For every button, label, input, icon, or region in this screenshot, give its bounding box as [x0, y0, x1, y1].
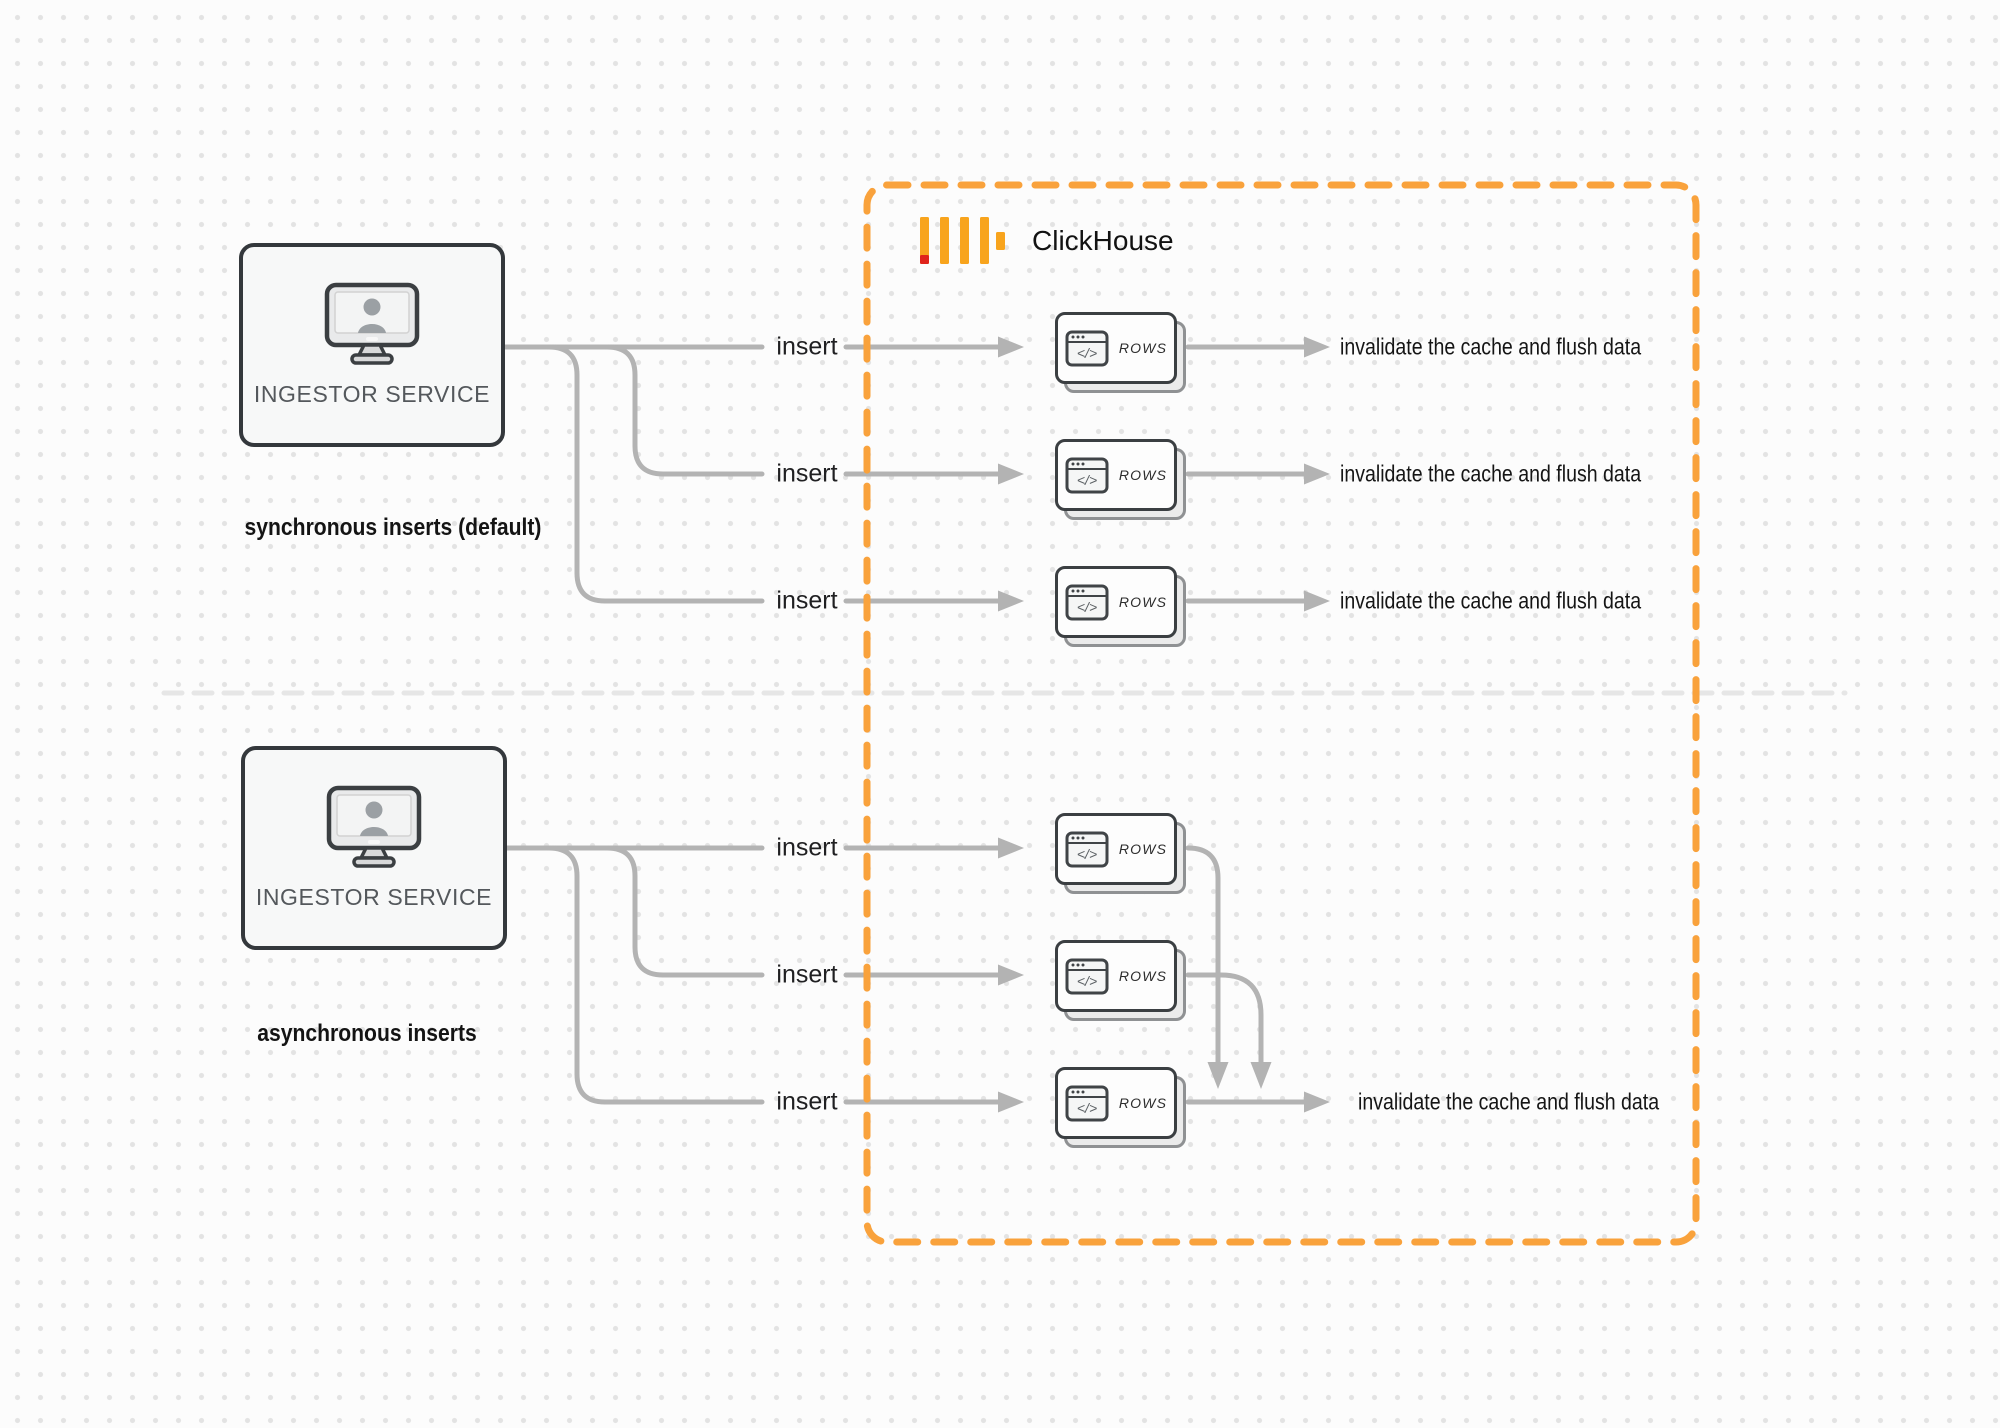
sync-row1-result-label: invalidate the cache and flush data — [1340, 333, 1642, 360]
async-row2-insert-arrowhead — [998, 964, 1024, 986]
code-window-icon: </> — [1065, 330, 1109, 366]
async-row2-insert-label: insert — [776, 960, 838, 989]
sync-rows-card-2: </> ROWS — [1055, 439, 1186, 520]
code-window-icon: </> — [1065, 584, 1109, 620]
async-rows-card-3: </> ROWS — [1055, 1067, 1186, 1148]
code-glyph: </> — [1077, 973, 1097, 989]
rows-label: ROWS — [1118, 1095, 1168, 1111]
sync-rows-card-1: </> ROWS — [1055, 312, 1186, 393]
async-row2-branch-wire — [604, 845, 765, 978]
code-glyph: </> — [1077, 846, 1097, 862]
clickhouse-bars-icon — [920, 217, 1005, 264]
clickhouse-logo: ClickHouse — [920, 217, 1174, 265]
wire-lines — [502, 344, 1307, 1105]
code-window-icon: </> — [1065, 457, 1109, 493]
sync-row1-insert-arrowhead — [998, 336, 1024, 358]
async-row2-merge-wire — [1185, 972, 1264, 1065]
async-rows-card-1: </> ROWS — [1055, 813, 1186, 894]
sync-ingestor-service-box: INGESTOR SERVICE — [239, 243, 505, 447]
async-ingestor-service-label: INGESTOR SERVICE — [255, 884, 493, 910]
rows-label: ROWS — [1118, 841, 1168, 857]
async-row1-merge-wire — [1185, 845, 1221, 1065]
rows-label: ROWS — [1118, 467, 1168, 483]
sync-row3-insert-arrowhead — [998, 590, 1024, 612]
code-window-icon: </> — [1065, 831, 1109, 867]
rows-card-face: </> ROWS — [1055, 312, 1177, 384]
async-row3-insert-arrowhead — [998, 1091, 1024, 1113]
rows-label: ROWS — [1118, 968, 1168, 984]
async-flush-arrowhead — [1304, 1091, 1330, 1113]
clickhouse-boundary — [863, 181, 1700, 1246]
sync-row3-insert-label: insert — [776, 586, 838, 615]
sync-section-caption: synchronous inserts (default) — [244, 514, 542, 541]
sync-row2-branch-wire — [604, 344, 765, 477]
rows-card-face: </> ROWS — [1055, 1067, 1177, 1139]
rows-card-face: </> ROWS — [1055, 813, 1177, 885]
async-row1-insert-label: insert — [776, 833, 838, 862]
code-glyph: </> — [1077, 472, 1097, 488]
sync-rows-card-3: </> ROWS — [1055, 566, 1186, 647]
rows-card-face: </> ROWS — [1055, 439, 1177, 511]
async-row1-insert-arrowhead — [998, 837, 1024, 859]
monitor-user-icon — [326, 785, 422, 868]
sync-row2-insert-label: insert — [776, 459, 838, 488]
sync-row3-flush-arrowhead — [1304, 590, 1330, 612]
code-window-icon: </> — [1065, 1085, 1109, 1121]
sync-row2-flush-arrowhead — [1304, 463, 1330, 485]
sync-row1-flush-arrowhead — [1304, 336, 1330, 358]
rows-card-face: </> ROWS — [1055, 566, 1177, 638]
async-merge-arrowhead-1 — [1207, 1062, 1229, 1089]
rows-label: ROWS — [1118, 594, 1168, 610]
async-result-label: invalidate the cache and flush data — [1358, 1088, 1660, 1115]
code-glyph: </> — [1077, 599, 1097, 615]
code-glyph: </> — [1077, 1100, 1097, 1116]
async-section-caption: asynchronous inserts — [257, 1020, 477, 1047]
rows-card-face: </> ROWS — [1055, 940, 1177, 1012]
sync-row1-insert-label: insert — [776, 332, 838, 361]
code-glyph: </> — [1077, 345, 1097, 361]
sync-ingestor-service-label: INGESTOR SERVICE — [253, 381, 491, 407]
async-ingestor-service-box: INGESTOR SERVICE — [241, 746, 507, 950]
sync-row2-result-label: invalidate the cache and flush data — [1340, 460, 1642, 487]
async-row3-insert-label: insert — [776, 1087, 838, 1116]
sync-row3-branch-wire — [546, 344, 765, 604]
monitor-user-icon — [324, 282, 420, 365]
async-merge-arrowhead-2 — [1250, 1062, 1272, 1089]
sync-row2-insert-arrowhead — [998, 463, 1024, 485]
code-window-icon: </> — [1065, 958, 1109, 994]
async-row3-branch-wire — [546, 845, 765, 1105]
rows-label: ROWS — [1118, 340, 1168, 356]
clickhouse-wordmark: ClickHouse — [1032, 225, 1174, 256]
sync-row3-result-label: invalidate the cache and flush data — [1340, 587, 1642, 614]
wire-arrowheads — [998, 336, 1330, 1113]
async-rows-card-2: </> ROWS — [1055, 940, 1186, 1021]
